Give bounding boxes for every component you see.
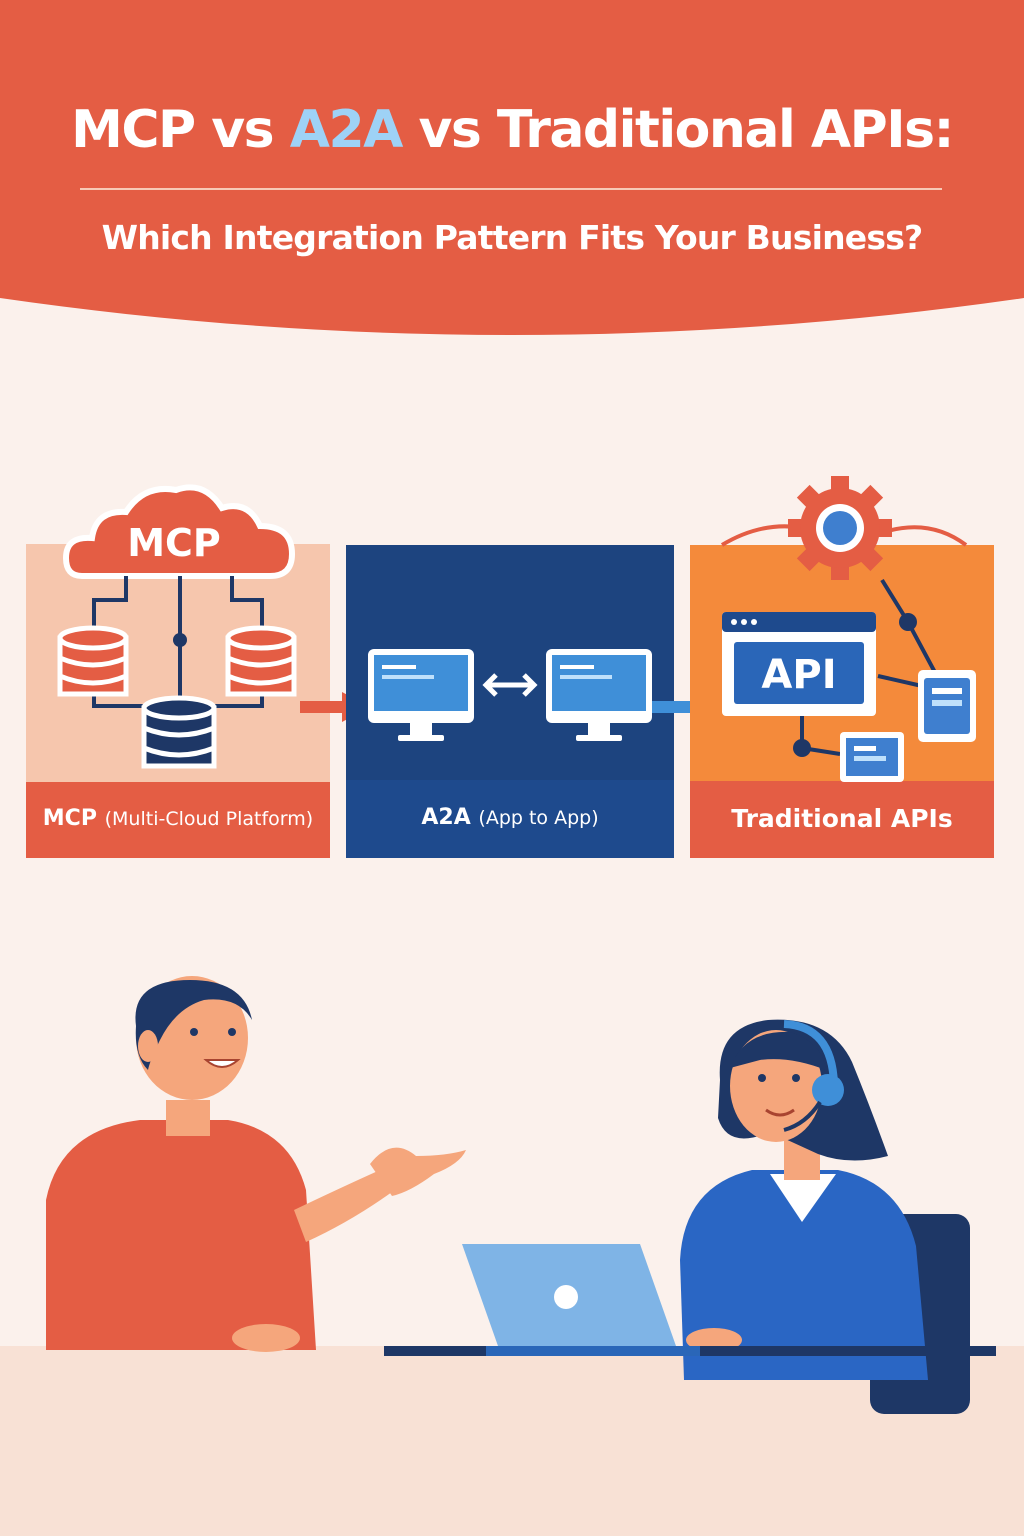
monitor-icon — [368, 649, 474, 741]
woman-with-headset — [680, 1019, 928, 1380]
header-banner: MCP vs A2A vs Traditional APIs: Which In… — [0, 0, 1024, 340]
people-scene-illustration — [0, 976, 1024, 1536]
database-icon — [57, 625, 129, 697]
header-background — [0, 0, 1024, 335]
database-icon — [141, 695, 217, 769]
title-part-1: MCP vs — [71, 100, 290, 160]
man-gesturing — [46, 976, 466, 1352]
traditional-apis-panel: API Traditional APIs — [690, 470, 994, 858]
title-accent: A2A — [289, 100, 404, 160]
title-part-2: vs Traditional APIs: — [401, 100, 954, 160]
mcp-label-main: MCP — [42, 806, 97, 831]
server-icon — [918, 670, 976, 742]
bidirectional-arrow-icon — [482, 673, 538, 697]
database-icon — [225, 625, 297, 697]
a2a-label: A2A (App to App) — [346, 805, 674, 830]
cloud-label: MCP — [127, 521, 221, 565]
mcp-panel: MCP — [26, 470, 330, 858]
traditional-apis-label: Traditional APIs — [731, 804, 953, 833]
device-icon — [840, 732, 904, 782]
a2a-label-main: A2A — [421, 805, 471, 830]
title-divider — [80, 188, 942, 190]
page-subtitle: Which Integration Pattern Fits Your Busi… — [101, 218, 924, 257]
browser-window-icon — [722, 612, 876, 716]
mcp-label-paren: (Multi-Cloud Platform) — [104, 808, 314, 830]
comparison-panels: MCP — [0, 470, 1024, 870]
monitor-icon — [546, 649, 652, 741]
page-title: MCP vs A2A vs Traditional APIs: — [0, 100, 1024, 160]
laptop-icon — [462, 1244, 700, 1356]
a2a-label-paren: (App to App) — [478, 807, 599, 829]
mcp-label: MCP (Multi-Cloud Platform) — [26, 806, 330, 831]
api-label: API — [761, 652, 836, 698]
gear-icon — [788, 476, 892, 580]
cloud-icon — [62, 484, 296, 579]
a2a-panel: A2A (App to App) — [346, 545, 674, 858]
